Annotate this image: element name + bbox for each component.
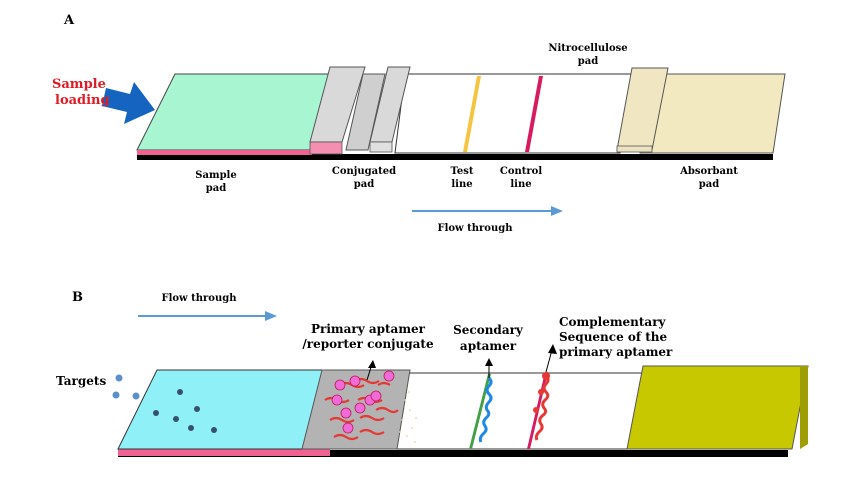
complementary-pointer (545, 349, 553, 373)
test-line-label-1: Test (451, 166, 474, 177)
complementary-label-3: primary aptamer (559, 345, 673, 359)
primary-label-2: /reporter conjugate (302, 337, 434, 351)
absorbant-pad-label-1: Absorbant (679, 166, 738, 177)
complementary-aptamer (534, 374, 550, 441)
released-conjugate-dots (399, 391, 417, 443)
nitrocellulose-label-2: pad (578, 56, 598, 67)
complementary-label-2: Sequence of the (559, 330, 668, 344)
sample-loading-label-2: loading (55, 93, 110, 108)
sample-loading-arrow (102, 82, 155, 124)
primary-label-1: Primary aptamer (311, 322, 426, 336)
test-line-label-2: line (451, 179, 472, 190)
conjugated-pad-label-2: pad (354, 179, 374, 190)
absorbant-pad-b (626, 365, 809, 450)
sample-pad-b-pink-base (118, 449, 330, 456)
conjugated-pad-label-1: Conjugated (332, 166, 396, 177)
sample-loading-label-1: Sample (52, 77, 106, 92)
target-dots-outside (112, 374, 140, 400)
sample-pad-pink-base (137, 150, 312, 155)
sample-pad-label-2: pad (206, 183, 226, 194)
aptamer-reporter-conjugates (324, 370, 399, 441)
target-dots-pad (153, 389, 217, 433)
targets-label: Targets (56, 374, 106, 388)
secondary-label-1: Secondary (453, 323, 524, 337)
flow-label-b: Flow through (161, 293, 237, 304)
control-line-label-2: line (510, 179, 531, 190)
control-line (525, 76, 543, 152)
backing-strip-a (137, 154, 773, 160)
sample-pad (136, 73, 336, 151)
backing-strip-b (118, 450, 788, 457)
panel-a-letter: A (63, 13, 75, 28)
flow-arrow-b-head (265, 311, 277, 321)
flow-label-a: Flow through (437, 223, 513, 234)
panel-b-letter: B (72, 290, 83, 305)
secondary-line (469, 374, 491, 449)
secondary-aptamer (478, 376, 493, 443)
nitrocellulose-pad (394, 73, 636, 154)
secondary-label-2: aptamer (460, 339, 517, 353)
nitrocellulose-pad-b (387, 372, 651, 450)
absorbant-pad-label-2: pad (699, 179, 719, 190)
flow-arrow-a-head (551, 206, 563, 216)
control-line-label-1: Control (500, 166, 542, 177)
test-line (463, 76, 481, 152)
sample-pad-label-1: Sample (195, 170, 236, 181)
complementary-label-1: Complementary (559, 315, 667, 329)
sample-pad-b (117, 369, 331, 450)
nitrocellulose-label-1: Nitrocellulose (548, 43, 627, 54)
conjugated-pad-layer-2 (345, 73, 386, 151)
